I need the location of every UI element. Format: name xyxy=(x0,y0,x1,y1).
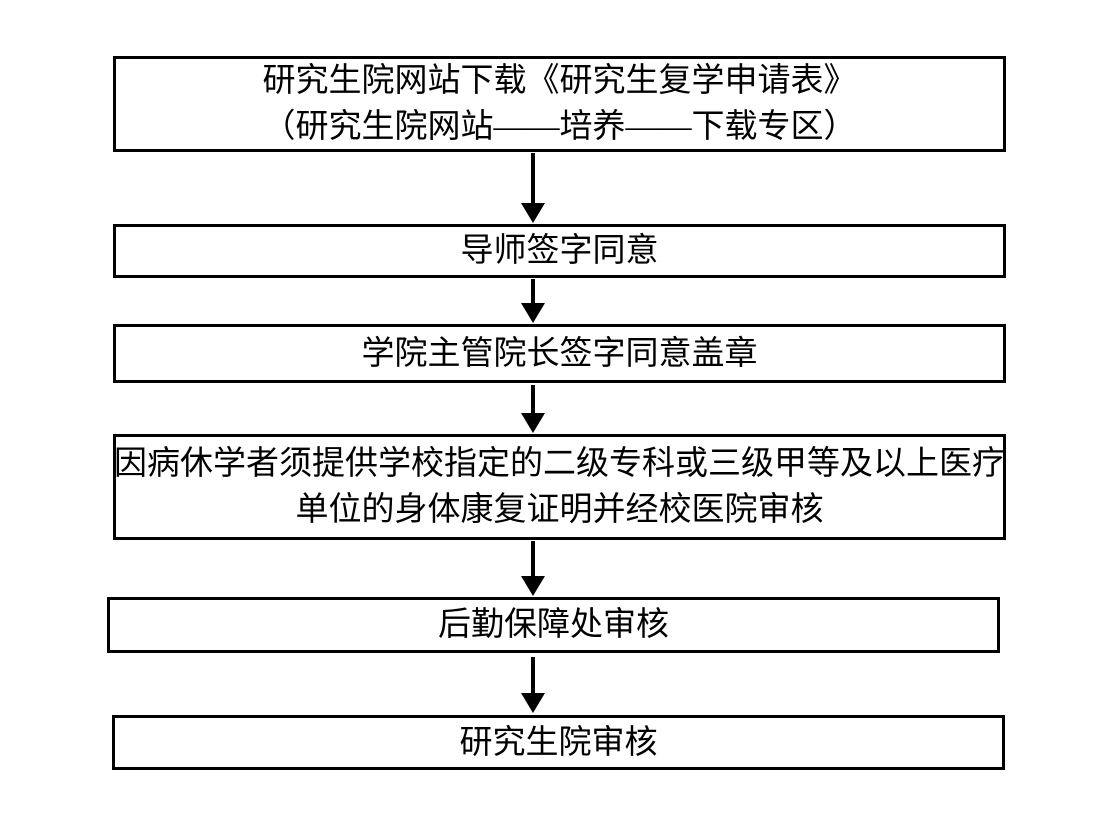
flow-step-graduate-school-review: 研究生院审核 xyxy=(112,715,1005,770)
arrow-stem xyxy=(531,279,535,303)
arrow-stem xyxy=(531,657,535,693)
arrow-head-icon xyxy=(521,693,545,713)
flow-arrow-down-1 xyxy=(521,153,545,223)
flow-step-text-line: 后勤保障处审核 xyxy=(438,607,669,643)
flow-step-text-line: 因病休学者须提供学校指定的二级专科或三级甲等及以上医疗 xyxy=(114,446,1005,482)
flow-step-text-line: 研究生院网站下载《研究生复学申请表》 xyxy=(262,63,857,99)
arrow-stem xyxy=(531,153,535,203)
flow-arrow-down-2 xyxy=(521,279,545,323)
arrow-head-icon xyxy=(521,203,545,223)
flow-step-text-line: 学院主管院长签字同意盖章 xyxy=(361,335,758,372)
flow-step-dean-signature-seal: 学院主管院长签字同意盖章 xyxy=(113,324,1006,383)
flow-arrow-down-5 xyxy=(521,657,545,713)
arrow-head-icon xyxy=(521,576,545,596)
arrow-head-icon xyxy=(521,303,545,323)
arrow-stem xyxy=(531,385,535,413)
arrow-stem xyxy=(531,541,535,576)
flow-step-text-line: （研究生院网站——培养——下载专区） xyxy=(262,109,857,145)
flow-arrow-down-3 xyxy=(521,385,545,433)
arrow-head-icon xyxy=(521,413,545,433)
flow-arrow-down-4 xyxy=(521,541,545,596)
flow-step-medical-certificate-review: 因病休学者须提供学校指定的二级专科或三级甲等及以上医疗 单位的身体康复证明并经校… xyxy=(113,434,1006,540)
flow-step-logistics-office-review: 后勤保障处审核 xyxy=(107,597,1000,653)
flow-step-download-application-form: 研究生院网站下载《研究生复学申请表》 （研究生院网站——培养——下载专区） xyxy=(113,56,1006,152)
flow-step-text-line: 研究生院审核 xyxy=(459,724,658,761)
flow-step-text-line: 导师签字同意 xyxy=(460,233,659,269)
flow-step-supervisor-signature: 导师签字同意 xyxy=(113,224,1006,278)
flow-step-text-line: 单位的身体康复证明并经校医院审核 xyxy=(295,492,824,528)
